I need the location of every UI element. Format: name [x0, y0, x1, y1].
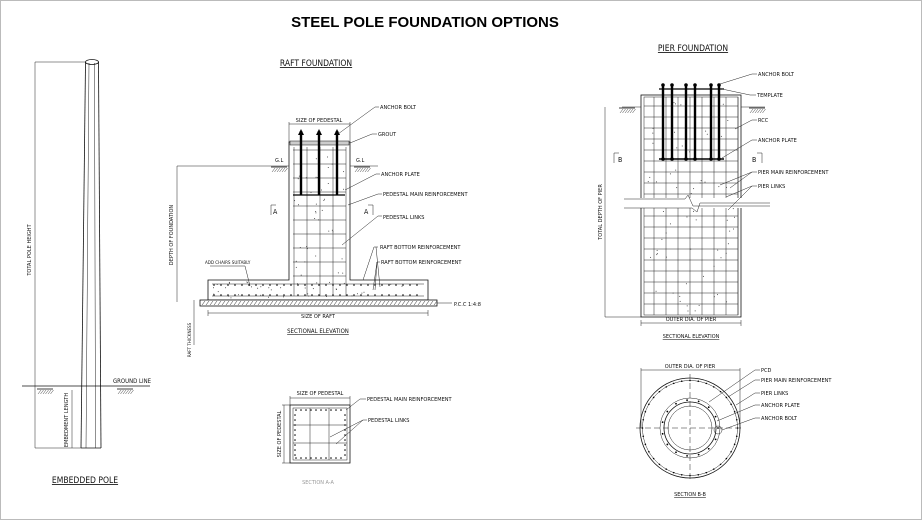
raft-bottom-reinforcement-label: RAFT BOTTOM REINFORCEMENT: [380, 245, 461, 251]
pier-main-reinforcement-label: PIER MAIN REINFORCEMENT: [758, 170, 829, 176]
raft-bottom-reinforcement-label-2: RAFT BOTTOM REINFORCEMENT: [381, 260, 462, 266]
pole-shaft: [80, 59, 102, 449]
embedment-length-label: EMBEDMENT LENGTH: [64, 393, 70, 448]
total-pole-height-label: TOTAL POLE HEIGHT: [27, 223, 33, 276]
template-label: TEMPLATE: [756, 93, 783, 99]
svg-text:B: B: [618, 156, 622, 164]
size-of-pedestal-label: SIZE OF PEDESTAL: [296, 118, 343, 124]
anchor-bolts: [293, 129, 345, 196]
section-bb-drawing: OUTER DIA. OF PIER PCD PIER MAIN REINFOR…: [636, 364, 832, 498]
raft-foundation-drawing: RAFT FOUNDATION SIZE OF PEDESTAL DEPTH O…: [169, 59, 481, 357]
section-a-marker-right: A: [364, 204, 374, 216]
aa-size-of-pedestal-side-label: SIZE OF PEDESTAL: [277, 410, 283, 457]
pier-links-label: PIER LINKS: [758, 184, 785, 190]
bb-outer-dia-label: OUTER DIA. OF PIER: [665, 364, 716, 370]
pier-outer-dia-label: OUTER DIA. OF PIER: [666, 317, 717, 323]
raft-thickness-label: RAFT THICKNESS: [187, 322, 193, 357]
embedded-pole-heading: EMBEDDED POLE: [52, 476, 118, 486]
section-b-marker-right: B: [752, 152, 763, 164]
anchor-bolt-label: ANCHOR BOLT: [380, 105, 417, 111]
section-aa-drawing: SIZE OF PEDESTAL SIZE OF PEDESTAL PEDEST…: [277, 391, 453, 486]
total-height-dimension: [34, 61, 85, 449]
pedestal-links-label: PEDESTAL LINKS: [383, 215, 425, 221]
section-aa-caption: SECTION A-A: [302, 480, 334, 486]
pier-break: [620, 198, 770, 208]
section-b-marker-left: B: [613, 152, 622, 164]
aa-size-of-pedestal-top-label: SIZE OF PEDESTAL: [297, 391, 344, 397]
section-bb-caption: SECTION B-B: [674, 492, 706, 498]
pier-anchor-plate-label: ANCHOR PLATE: [758, 138, 797, 144]
depth-of-foundation-label: DEPTH OF FOUNDATION: [169, 205, 175, 266]
pier-foundation-drawing: PIER FOUNDATION TOTAL DEPTH OF PIER B B: [598, 44, 829, 340]
pcd-label: PCD: [761, 368, 772, 374]
grout-label: GROUT: [378, 132, 397, 138]
svg-text:B: B: [752, 156, 756, 164]
svg-text:A: A: [273, 208, 278, 216]
aa-pedestal-links-label: PEDESTAL LINKS: [368, 418, 410, 424]
pcc-label: P.C.C 1:4:8: [454, 302, 481, 308]
bb-pier-links-label: PIER LINKS: [761, 391, 788, 397]
pier-sectional-elevation-caption: SECTIONAL ELEVATION: [663, 334, 720, 340]
raft-foundation-heading: RAFT FOUNDATION: [280, 59, 352, 69]
embedded-pole-drawing: TOTAL POLE HEIGHT GROUND LINE EMBEDMENT …: [22, 59, 152, 486]
pier-foundation-heading: PIER FOUNDATION: [658, 44, 728, 54]
gl-left-label: G.L: [275, 158, 283, 164]
bb-pier-main-reinforcement-label: PIER MAIN REINFORCEMENT: [761, 378, 832, 384]
ground-hatch-icon: [37, 388, 134, 395]
ground-line-label: GROUND LINE: [113, 378, 152, 385]
anchor-plate-label: ANCHOR PLATE: [381, 172, 420, 178]
gl-right-label: G.L: [356, 158, 364, 164]
bb-anchor-bolt-label: ANCHOR BOLT: [761, 416, 798, 422]
raft-sectional-elevation-caption: SECTIONAL ELEVATION: [287, 328, 349, 335]
aa-pedestal-main-reinforcement-label: PEDESTAL MAIN REINFORCEMENT: [367, 397, 453, 403]
page-title: STEEL POLE FOUNDATION OPTIONS: [291, 14, 559, 31]
pier-anchor-bolt-label: ANCHOR BOLT: [758, 72, 795, 78]
svg-text:A: A: [364, 208, 369, 216]
rcc-label: RCC: [758, 118, 769, 124]
section-a-marker-left: A: [270, 204, 278, 216]
ground-hatch-icon: [271, 166, 371, 173]
add-chairs-label: ADD CHAIRS SUITABLY: [205, 260, 251, 266]
ground-hatch-icon: [619, 107, 766, 114]
pier-anchor-bolts: [659, 83, 724, 161]
bb-anchor-plate-label: ANCHOR PLATE: [761, 403, 800, 409]
size-of-raft-label: SIZE OF RAFT: [301, 314, 336, 320]
total-depth-of-pier-label: TOTAL DEPTH OF PIER: [598, 184, 604, 241]
pedestal-main-reinforcement-label: PEDESTAL MAIN REINFORCEMENT: [383, 192, 469, 198]
